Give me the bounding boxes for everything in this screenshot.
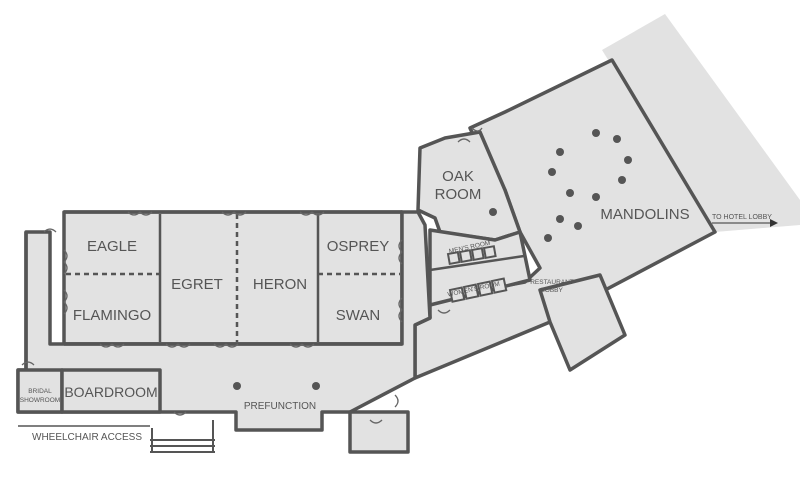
label-bridal-showroom-2: SHOWROOM <box>20 397 60 404</box>
label-mandolins: MANDOLINS <box>600 206 689 223</box>
womens-stalls <box>448 277 508 303</box>
label-to-hotel-lobby: TO HOTEL LOBBY <box>712 214 772 221</box>
label-bridal-showroom-1: BRIDAL <box>28 388 52 395</box>
south-annex <box>348 410 410 454</box>
ballroom <box>62 210 404 346</box>
entrance-steps <box>150 420 215 453</box>
label-wheelchair-access: WHEELCHAIR ACCESS <box>32 432 142 443</box>
label-eagle: EAGLE <box>87 238 137 255</box>
label-heron: HERON <box>253 276 307 293</box>
mens-stalls <box>446 245 497 266</box>
label-oak-room-1: OAK <box>442 168 474 185</box>
boardroom-room[interactable] <box>60 368 162 414</box>
label-osprey: OSPREY <box>327 238 390 255</box>
columns <box>233 129 632 390</box>
label-oak-room-2: ROOM <box>435 186 482 203</box>
label-restaurant-lobby-2: LOBBY <box>541 287 563 294</box>
label-flamingo: FLAMINGO <box>73 307 151 324</box>
label-boardroom: BOARDROOM <box>64 384 157 400</box>
doors <box>21 127 483 424</box>
exterior-terrace <box>602 14 800 232</box>
label-swan: SWAN <box>336 307 380 324</box>
restaurant-corridor <box>538 273 627 372</box>
label-prefunction: PREFUNCTION <box>244 401 316 412</box>
bridal-showroom-room[interactable] <box>16 368 64 414</box>
label-egret: EGRET <box>171 276 223 293</box>
label-restaurant-lobby-1: RESTAURANT <box>530 279 574 286</box>
